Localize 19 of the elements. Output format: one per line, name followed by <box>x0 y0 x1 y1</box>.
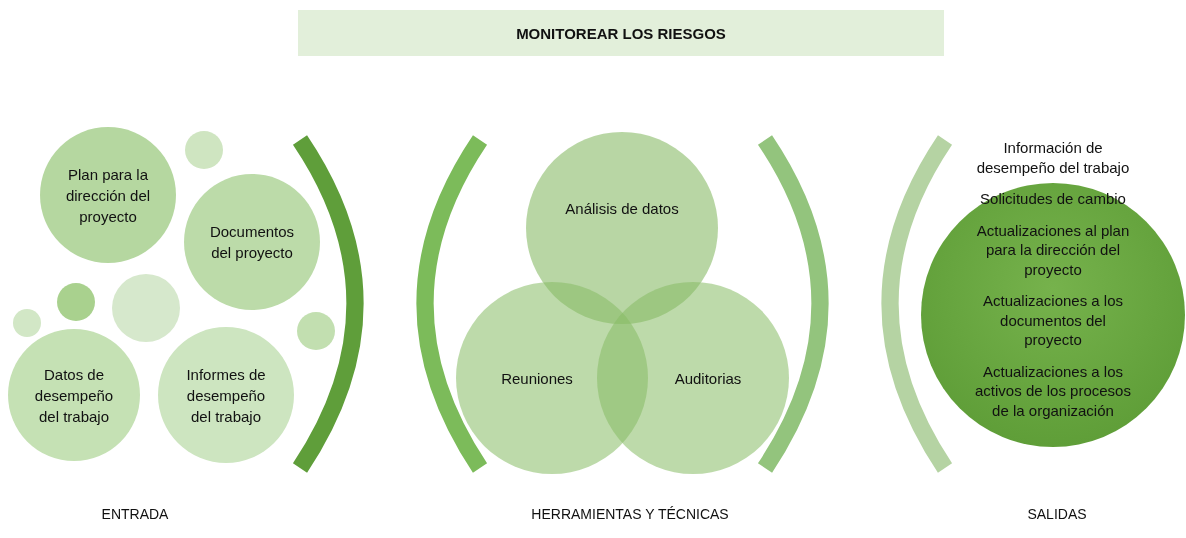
decorative-circle <box>13 309 41 337</box>
output-label: Actualizaciones a los activos de los procesos de la organización <box>975 361 1131 420</box>
output-label: Información de desempeño del trabajo <box>975 138 1131 177</box>
column-heading: SALIDAS <box>1026 506 1088 522</box>
circle-label: Datos de desempeño del trabajo <box>33 364 115 427</box>
decorative-circle <box>185 131 223 169</box>
decorative-circle <box>297 312 335 350</box>
circle-label: Reuniones <box>500 368 574 389</box>
decorative-circle <box>57 283 95 321</box>
circle-label: Documentos del proyecto <box>208 222 296 263</box>
circle-label: Plan para la dirección del proyecto <box>64 164 152 227</box>
column-heading: HERRAMIENTAS Y TÉCNICAS <box>530 506 730 522</box>
circle-label: Informes de desempeño del trabajo <box>185 364 267 427</box>
title-banner: MONITOREAR LOS RIESGOS <box>298 10 944 56</box>
circle-label: Análisis de datos <box>564 198 680 219</box>
column-heading: ENTRADA <box>100 506 170 522</box>
circle-label: Auditorias <box>673 368 743 389</box>
output-label: Actualizaciones al plan para la dirección del proyecto <box>975 220 1131 279</box>
output-label: Actualizaciones a los documentos del proyecto <box>981 291 1125 350</box>
